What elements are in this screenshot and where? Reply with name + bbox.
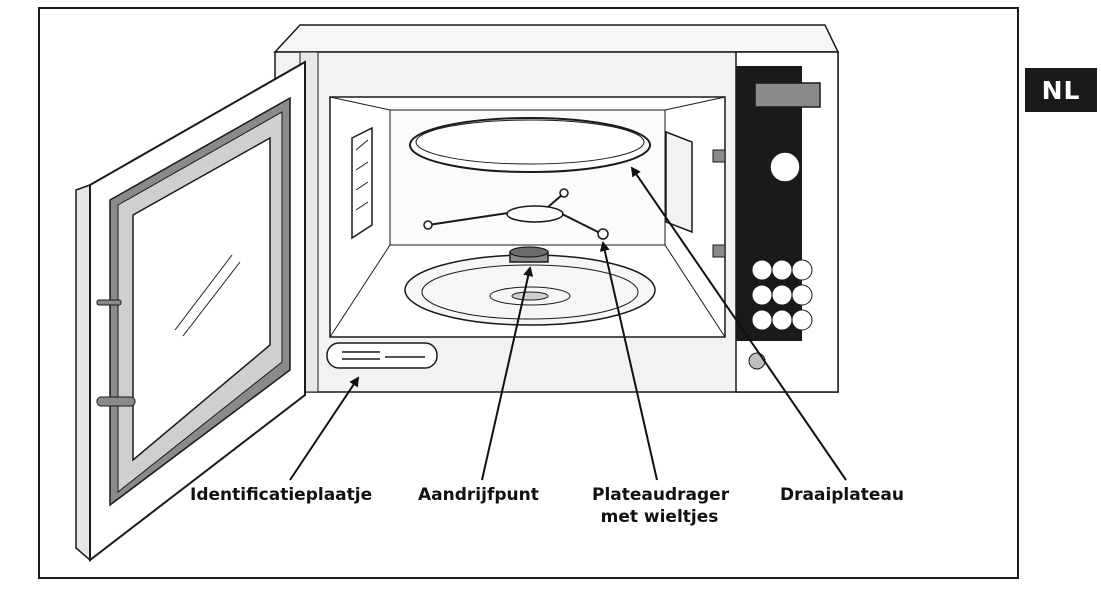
cavity-floor: [404, 246, 656, 326]
label-turntable-support-line1: Plateaudrager: [592, 485, 730, 505]
label-turntable: Draaiplateau: [780, 485, 904, 505]
control-panel: [735, 51, 839, 393]
label-turntable-support: Plateaudrager met wieltjes: [592, 484, 730, 528]
turntable-plate: [409, 117, 651, 173]
arrow-turntable-support: [599, 241, 658, 481]
arrow-turntable: [630, 166, 847, 481]
language-badge: NL: [1025, 68, 1097, 112]
door-latch-slots: [712, 149, 726, 258]
leader-lines: [289, 166, 847, 481]
label-turntable-support-line2: met wieltjes: [600, 507, 719, 527]
roller-ring: [423, 188, 609, 240]
arrow-identification-plate: [289, 376, 360, 481]
left-wall-vent: [351, 126, 373, 240]
identification-plate: [326, 342, 438, 369]
label-drive-point: Aandrijfpunt: [418, 485, 539, 505]
right-wall-panel: [665, 130, 693, 234]
label-identification-plate: Identificatieplaatje: [190, 485, 373, 505]
diagram-frame: [38, 7, 1019, 579]
arrow-drive-point: [481, 266, 534, 481]
open-door: [75, 60, 306, 563]
